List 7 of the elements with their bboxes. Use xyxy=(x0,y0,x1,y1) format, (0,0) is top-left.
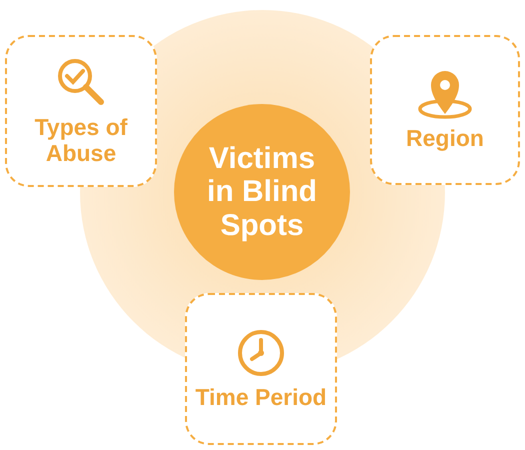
category-card xyxy=(370,35,520,185)
category-card xyxy=(185,293,337,445)
node-label: Victims in Blind Spots xyxy=(206,142,318,242)
node-label: Region xyxy=(406,124,484,152)
node-label: Time Period xyxy=(195,384,327,410)
category-card xyxy=(5,35,157,187)
node-label: Types of Abuse xyxy=(34,114,128,166)
